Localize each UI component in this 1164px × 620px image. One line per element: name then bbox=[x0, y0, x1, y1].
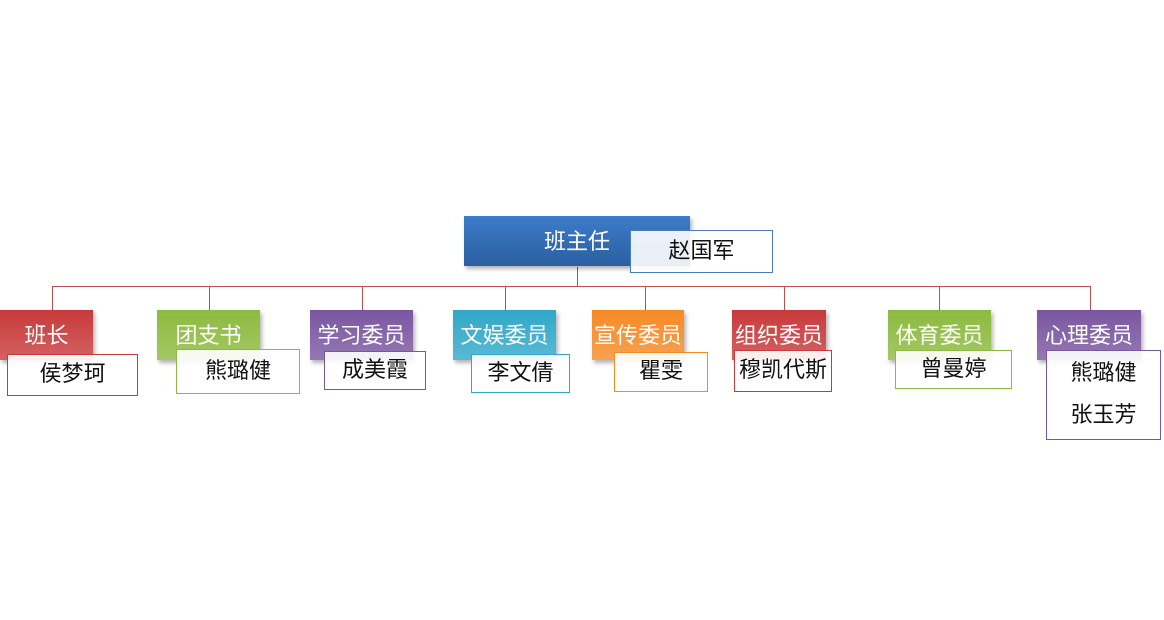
person-name: 李文倩 bbox=[487, 360, 554, 386]
connector-child bbox=[1090, 286, 1091, 310]
connector-child bbox=[645, 286, 646, 310]
person-name: 侯梦珂 bbox=[39, 362, 106, 387]
node-name-box[interactable]: 熊璐健 bbox=[176, 349, 300, 394]
node-root-name[interactable]: 赵国军 bbox=[630, 230, 773, 273]
node-name-box[interactable]: 侯梦珂 bbox=[7, 354, 138, 396]
person-name: 成美霞 bbox=[341, 357, 408, 383]
node-title[interactable]: 班长 bbox=[0, 310, 93, 360]
person-name: 熊璐健 bbox=[204, 358, 271, 384]
connector-child bbox=[784, 286, 785, 310]
connector-child bbox=[209, 286, 210, 310]
node-name-box[interactable]: 熊璐健张玉芳 bbox=[1046, 350, 1161, 440]
node-name-box[interactable]: 瞿雯 bbox=[614, 352, 708, 392]
person-name: 熊璐健 bbox=[1070, 361, 1137, 386]
node-name-box[interactable]: 穆凯代斯 bbox=[734, 350, 832, 392]
node-name-box[interactable]: 成美霞 bbox=[324, 351, 426, 390]
node-title[interactable]: 宣传委员 bbox=[592, 310, 684, 360]
connector-child bbox=[362, 286, 363, 310]
node-title[interactable]: 文娱委员 bbox=[453, 310, 556, 360]
person-name: 穆凯代斯 bbox=[738, 358, 827, 383]
person-name: 瞿雯 bbox=[638, 359, 683, 384]
person-name: 赵国军 bbox=[668, 238, 735, 264]
connector-root bbox=[577, 267, 578, 287]
connector-child bbox=[52, 286, 53, 310]
connector-child bbox=[939, 286, 940, 310]
node-name-box[interactable]: 李文倩 bbox=[471, 354, 570, 393]
connector-horizontal bbox=[52, 286, 1091, 287]
person-name: 曾曼婷 bbox=[920, 356, 987, 382]
connector-child bbox=[505, 286, 506, 310]
person-name: 张玉芳 bbox=[1070, 403, 1137, 428]
node-name-box[interactable]: 曾曼婷 bbox=[895, 350, 1012, 389]
